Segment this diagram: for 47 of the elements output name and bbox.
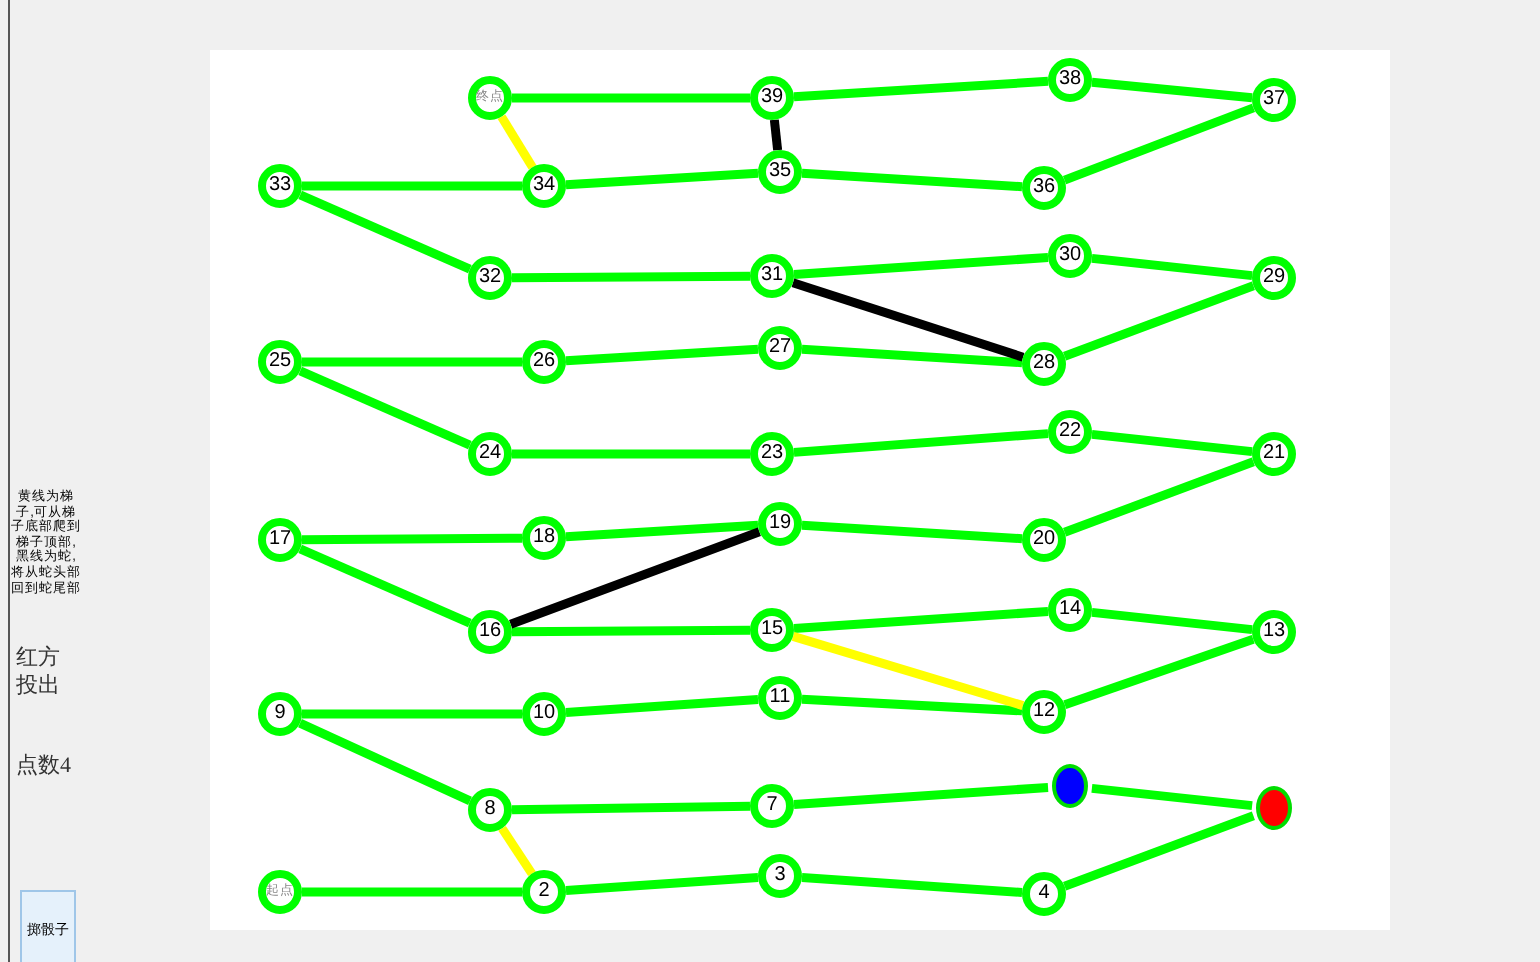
path-line bbox=[301, 533, 523, 545]
path-line bbox=[801, 694, 1023, 716]
path-line bbox=[801, 344, 1023, 368]
path-line bbox=[801, 168, 1023, 192]
path-line bbox=[511, 271, 751, 283]
path-line bbox=[298, 719, 472, 805]
connector-line bbox=[497, 114, 537, 170]
connector-line bbox=[509, 527, 761, 629]
path-line bbox=[302, 709, 522, 719]
path-line bbox=[1063, 281, 1255, 361]
path-line bbox=[298, 544, 472, 628]
path-line bbox=[565, 520, 759, 542]
path-line bbox=[1091, 783, 1253, 811]
path-line bbox=[1063, 635, 1255, 709]
connector-line bbox=[791, 278, 1025, 362]
path-line bbox=[801, 873, 1023, 897]
path-line bbox=[1091, 253, 1253, 281]
path-line bbox=[1063, 811, 1255, 891]
path-line bbox=[1091, 429, 1253, 457]
path-line bbox=[1091, 77, 1253, 103]
path-line bbox=[801, 520, 1023, 544]
path-line bbox=[1062, 103, 1256, 185]
connector-line bbox=[769, 119, 783, 151]
connector-line bbox=[791, 632, 1025, 710]
path-line bbox=[793, 783, 1049, 809]
path-line bbox=[302, 181, 522, 191]
path-line bbox=[565, 168, 759, 190]
path-line bbox=[565, 873, 759, 895]
path-line bbox=[512, 449, 750, 459]
path-line bbox=[793, 253, 1049, 279]
path-line bbox=[511, 625, 751, 637]
path-line bbox=[298, 366, 472, 450]
path-line bbox=[793, 76, 1049, 102]
path-line bbox=[302, 887, 522, 897]
path-line bbox=[512, 93, 750, 103]
path-line bbox=[793, 429, 1049, 457]
path-line bbox=[793, 607, 1049, 633]
path-line bbox=[565, 344, 759, 366]
path-line bbox=[302, 357, 522, 367]
path-line bbox=[565, 695, 759, 717]
path-line bbox=[1063, 457, 1255, 537]
points-text: 点数4 bbox=[16, 752, 73, 780]
path-line bbox=[511, 801, 751, 815]
path-line bbox=[1091, 607, 1253, 635]
turn-text: 红方投出 bbox=[14, 644, 62, 700]
connector-line bbox=[498, 825, 536, 877]
path-line bbox=[298, 190, 472, 274]
